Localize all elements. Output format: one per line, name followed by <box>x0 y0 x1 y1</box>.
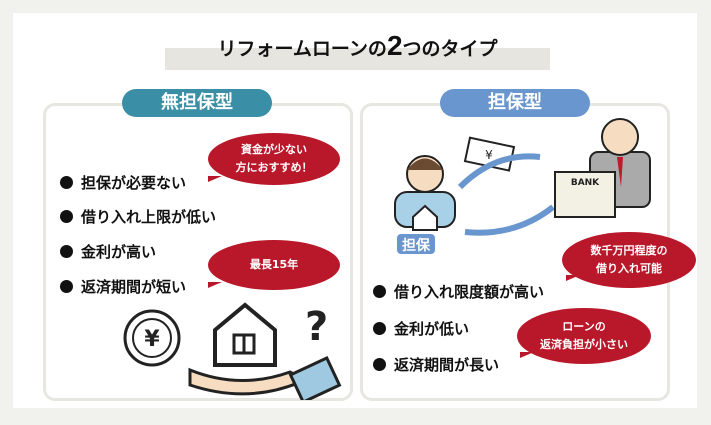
speech-bubble: 資金が少ない方におすすめ！ <box>208 133 340 185</box>
arrow-to-bank-icon <box>464 204 555 236</box>
bubble-tail <box>208 282 222 288</box>
secured-tab: 担保型 <box>440 89 590 117</box>
svg-text:¥: ¥ <box>144 327 160 352</box>
list-item: 金利が低い <box>373 318 469 339</box>
list-item: 借り入れ限度額が高い <box>373 281 544 302</box>
hand-icon <box>188 355 342 400</box>
bubble-tail <box>520 352 534 358</box>
speech-bubble: ローンの返済負担が小さい <box>517 308 651 364</box>
bank-building-icon: BANK <box>554 171 616 218</box>
list-item: 担保が必要ない <box>60 172 186 193</box>
list-item: 返済期間が長い <box>373 354 499 375</box>
arrow-to-borrower-icon <box>457 153 541 190</box>
yen-coin-icon: ¥ <box>123 309 181 367</box>
house-icon <box>213 302 277 367</box>
page-title: リフォームローンの2つのタイプ <box>217 30 498 61</box>
bubble-tail <box>566 275 580 281</box>
svg-text:BANK: BANK <box>571 178 600 188</box>
svg-text:¥: ¥ <box>485 148 493 162</box>
borrower-icon <box>394 155 456 231</box>
speech-bubble: 数千万円程度の借り入れ可能 <box>562 232 696 288</box>
unsecured-tab: 無担保型 <box>122 89 272 117</box>
list-item: 借り入れ上限が低い <box>60 206 216 227</box>
speech-bubble: 最長15年 <box>208 240 340 290</box>
house-on-hand-illustration: ¥ ? <box>123 302 342 400</box>
bubble-tail <box>208 176 222 182</box>
collateral-label-bg <box>397 234 435 254</box>
list-item: 返済期間が短い <box>60 276 186 297</box>
question-mark-icon: ? <box>305 304 328 350</box>
collateral-label: 担保 <box>402 237 431 254</box>
title-highlight <box>165 48 550 70</box>
list-item: 金利が高い <box>60 241 156 262</box>
secured-loan-illustration: 担保 ¥ BANK <box>394 118 651 254</box>
